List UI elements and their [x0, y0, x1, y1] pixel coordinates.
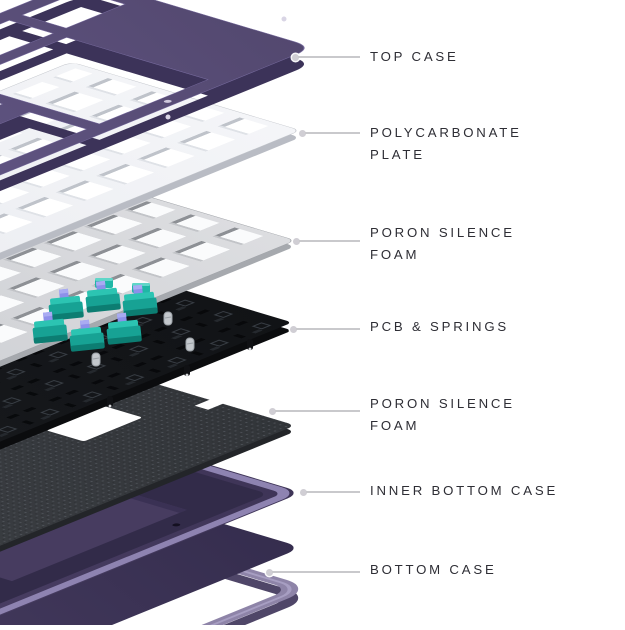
- switch: [85, 280, 121, 313]
- switch: [48, 288, 84, 321]
- switch: [106, 312, 142, 345]
- spring: [163, 311, 173, 326]
- layer-poron-foam-top: [0, 171, 297, 457]
- foam-bottom-cutout: [47, 406, 142, 441]
- inner-bottom-case-platform: [0, 487, 187, 582]
- layer-top-case: [0, 0, 315, 274]
- switch: [32, 311, 68, 344]
- pcb-studs: [107, 339, 253, 408]
- screw-hole: [281, 16, 287, 22]
- plate-cutouts: [0, 68, 282, 334]
- spring: [185, 337, 195, 352]
- spring: [91, 352, 101, 367]
- switch: [69, 319, 105, 352]
- foam-top-cutouts: [0, 178, 277, 444]
- switch-cluster: [32, 280, 158, 352]
- layer-polycarbonate-plate: [0, 61, 302, 348]
- switch: [122, 284, 158, 317]
- screw-hole: [165, 114, 171, 120]
